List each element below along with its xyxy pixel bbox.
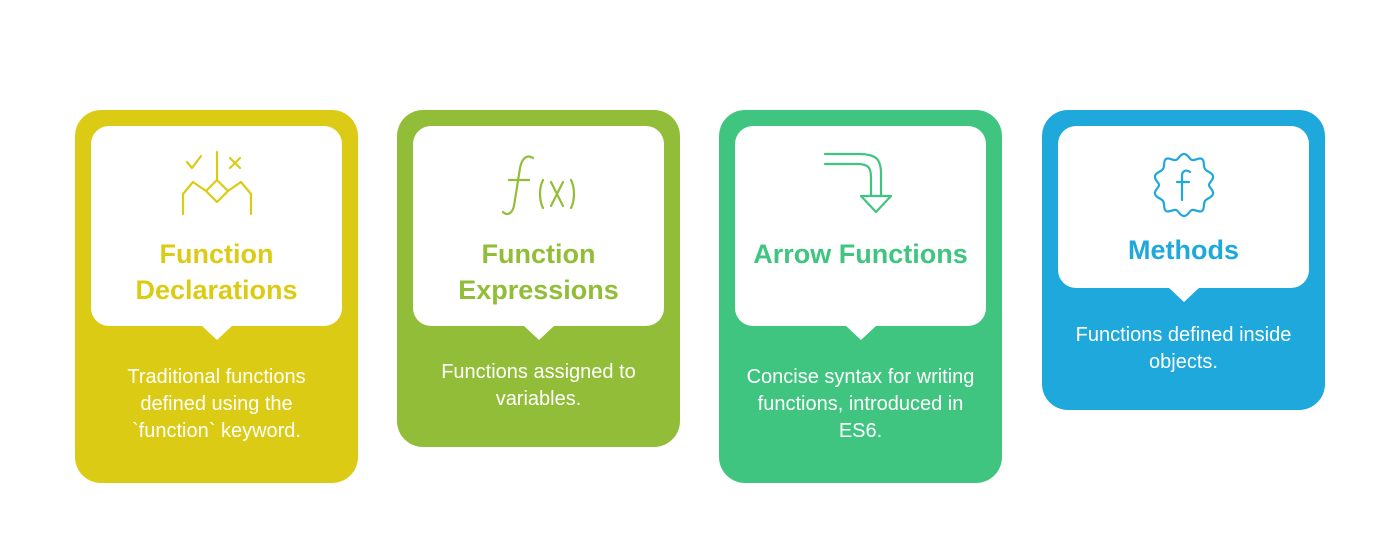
card-description: Functions assigned to variables.: [441, 361, 636, 410]
card-function-expressions: Function Expressions Functions assigned …: [397, 110, 680, 447]
card-description: Concise syntax for writing functions, in…: [746, 366, 975, 442]
card-title: Function Expressions: [458, 239, 619, 305]
card-function-declarations: Function Declarations Traditional functi…: [75, 110, 358, 483]
card-header-box: Arrow Functions: [735, 126, 986, 340]
card-title: Arrow Functions: [753, 239, 968, 269]
card-title: Methods: [1128, 235, 1239, 265]
card-title: Function Declarations: [135, 239, 298, 305]
card-header-box: Function Expressions: [413, 126, 664, 340]
gear-f-icon: [1144, 150, 1224, 220]
function-fx-icon: [499, 150, 579, 220]
card-methods: Methods Functions defined inside objects…: [1042, 110, 1325, 410]
card-description: Functions defined inside objects.: [1075, 324, 1292, 373]
card-arrow-functions: Arrow Functions Concise syntax for writi…: [719, 110, 1002, 483]
check-cross-diamond-icon: [177, 150, 257, 220]
card-header-box: Function Declarations: [91, 126, 342, 340]
curved-arrow-down-icon: [821, 150, 901, 220]
card-description: Traditional functions defined using the …: [127, 366, 306, 442]
card-header-box: Methods: [1058, 126, 1309, 302]
